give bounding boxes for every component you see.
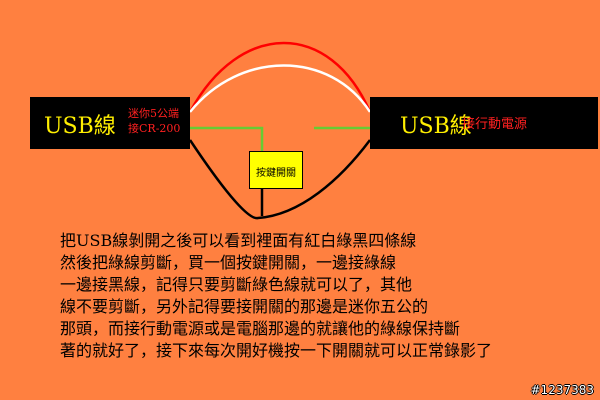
explanation-line-5: 那頭，而接行動電源或是電腦那邊的就讓他的綠線保持斷	[60, 319, 461, 338]
left-usb-box: USB線 迷你5公端 接CR-200	[30, 97, 190, 149]
watermark: #1237383	[530, 383, 595, 397]
push-switch-label: 按鍵開關	[256, 168, 296, 179]
explanation-line-2: 然後把綠線剪斷，買一個按鍵開關，一邊接綠線	[60, 253, 397, 272]
explanation-line-3: 一邊接黑線，記得只要剪斷綠色線就可以了，其他	[60, 275, 413, 294]
left-usb-label: USB線	[44, 114, 116, 139]
explanation-line-4: 線不要剪斷，另外記得要接開關的那邊是迷你五公的	[60, 297, 429, 316]
right-usb-box: USB線 接行動電源	[370, 97, 598, 149]
green-wire-left	[190, 126, 264, 151]
left-usb-note-line-1: 迷你5公端	[128, 107, 179, 120]
red-wire	[188, 41, 372, 113]
explanation-text: 把USB線剝開之後可以看到裡面有紅白綠黑四條線 然後把綠線剪斷，買一個按鍵開關，…	[60, 230, 570, 362]
left-usb-note-line-2: 接CR-200	[128, 122, 181, 135]
push-switch-box: 按鍵開關	[249, 151, 303, 189]
white-wire	[189, 64, 372, 113]
left-usb-note: 迷你5公端 接CR-200	[128, 106, 180, 136]
right-usb-label: USB線	[400, 114, 472, 139]
right-usb-note: 接行動電源	[462, 117, 528, 132]
explanation-line-1: 把USB線剝開之後可以看到裡面有紅白綠黑四條線	[60, 231, 417, 250]
black-wire	[188, 139, 371, 220]
explanation-line-6: 著的就好了，接下來每次開好機按一下開關就可以正常錄影了	[60, 341, 493, 360]
